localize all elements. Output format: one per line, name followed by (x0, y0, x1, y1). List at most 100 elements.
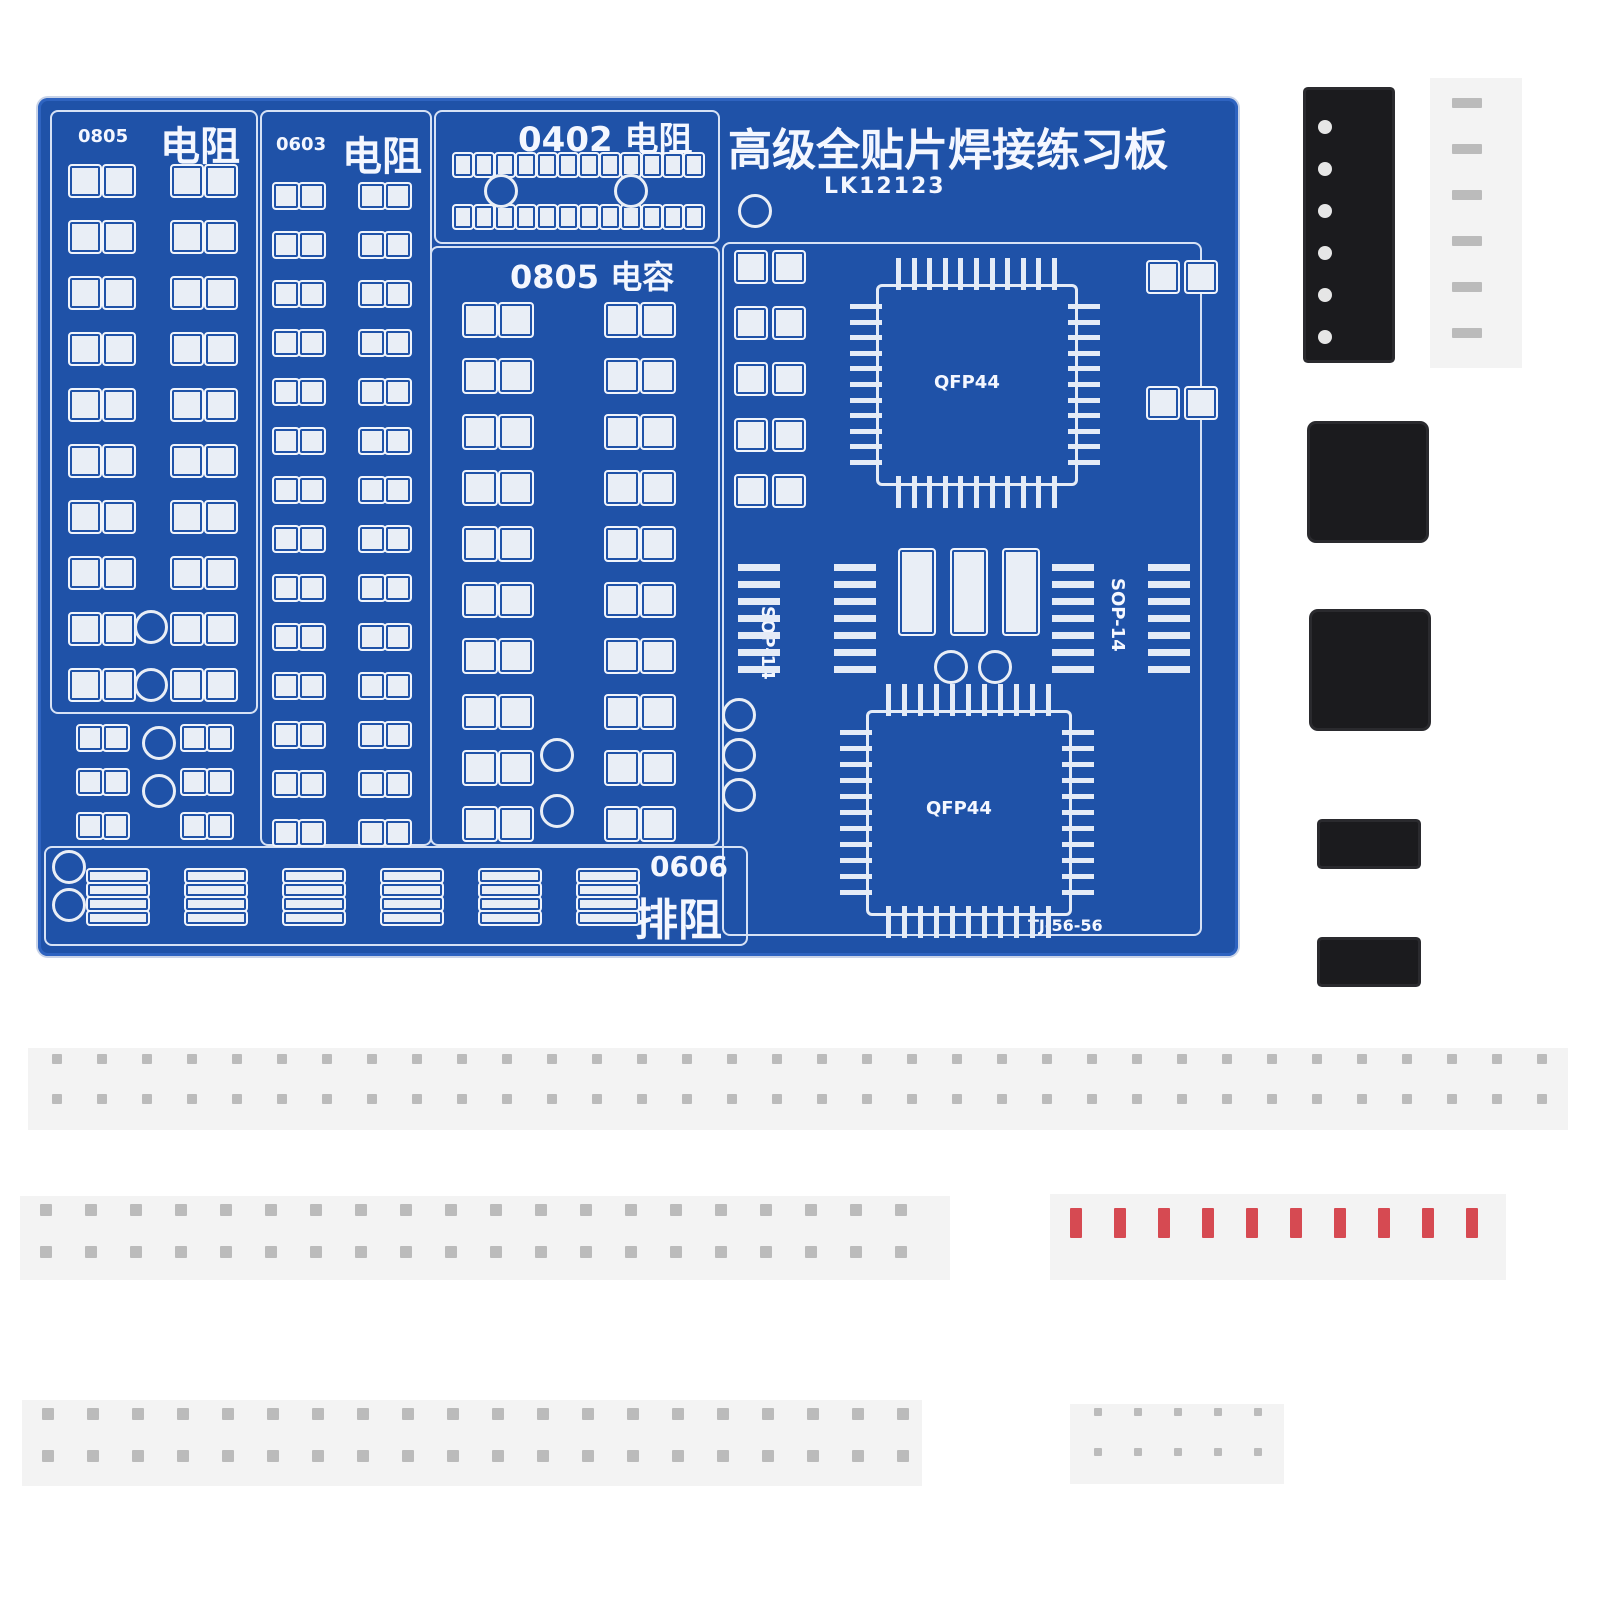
qfp-pin (934, 684, 939, 716)
smd-pad (206, 768, 234, 796)
smd-pad (498, 638, 534, 674)
smd-pad (462, 582, 498, 618)
tape-pocket (175, 1246, 187, 1258)
board-model: LK12123 (824, 174, 946, 199)
tape-pocket (805, 1204, 817, 1216)
tape-pocket (535, 1204, 547, 1216)
smd-pad (204, 164, 238, 198)
tape-pocket (760, 1246, 772, 1258)
smd-pad (498, 470, 534, 506)
tape-pocket (1492, 1054, 1502, 1064)
smd-pad (272, 525, 300, 553)
smd-pad (298, 623, 326, 651)
tape-pocket (717, 1408, 729, 1420)
smd-pad (204, 668, 238, 702)
sot23-black-tape (1306, 90, 1392, 360)
smd-pad (498, 526, 534, 562)
led-marker (1202, 1208, 1214, 1238)
array-pad (184, 868, 248, 884)
tape-pocket (312, 1450, 324, 1462)
smd-pad (68, 388, 102, 422)
qfp-pin (886, 684, 891, 716)
tape-pocket (402, 1408, 414, 1420)
qfp-pin (840, 746, 872, 751)
tape-pocket (52, 1054, 62, 1064)
smd-pad (170, 276, 204, 310)
sprocket-hole (1318, 120, 1332, 134)
smd-pad (358, 231, 386, 259)
smd-pad (462, 302, 498, 338)
smd-pad (204, 276, 238, 310)
smd-pad (473, 204, 495, 230)
tape-pocket (1357, 1054, 1367, 1064)
qfp-pin (840, 858, 872, 863)
qfp-pin (974, 258, 979, 290)
smd-pad (536, 204, 558, 230)
tape-pocket (142, 1094, 152, 1104)
array-pad (380, 868, 444, 884)
sop-pin (738, 666, 780, 673)
smd-pad (102, 556, 136, 590)
smd-pad (102, 768, 130, 796)
tape-pocket (547, 1054, 557, 1064)
qfp-pin (1052, 258, 1057, 290)
led-marker (1378, 1208, 1390, 1238)
led-marker (1070, 1208, 1082, 1238)
smd-pad (772, 250, 806, 284)
tape-pocket (1177, 1054, 1187, 1064)
tape-pocket (132, 1408, 144, 1420)
smd-pad (640, 302, 676, 338)
smd-pad (734, 474, 768, 508)
led-marker (1290, 1208, 1302, 1238)
array-pad (282, 868, 346, 884)
tape-pocket (805, 1246, 817, 1258)
qfp-pin (1005, 476, 1011, 508)
label-0805-capacitor: 0805 电容 (510, 258, 675, 296)
qfp-pin (974, 476, 979, 508)
smd-pad (298, 525, 326, 553)
sop-pin (1052, 581, 1094, 588)
resistor-tape-1 (28, 1048, 1568, 1130)
sop-pin (738, 581, 780, 588)
tape-pocket (445, 1204, 457, 1216)
sop-pin (1148, 598, 1190, 605)
tape-pocket (537, 1408, 549, 1420)
tape-pocket (897, 1408, 909, 1420)
sop-pin (1052, 615, 1094, 622)
smd-pad (604, 414, 640, 450)
led-marker (1422, 1208, 1434, 1238)
qfp-pin (1046, 684, 1051, 716)
qfp-footprint-bottom (866, 710, 1072, 916)
smd-pad (102, 500, 136, 534)
tape-pocket (1087, 1094, 1097, 1104)
sop-pin (1148, 666, 1190, 673)
tape-pocket (1042, 1094, 1052, 1104)
qfp-pin (850, 366, 882, 372)
sop-pin (738, 598, 780, 605)
smd-pad (206, 724, 234, 752)
tape-pocket (1174, 1448, 1182, 1456)
tape-pocket (952, 1094, 962, 1104)
via-hole (52, 888, 86, 922)
tape-pocket (447, 1450, 459, 1462)
tape-pocket (40, 1204, 52, 1216)
smd-pad (384, 770, 412, 798)
tape-pocket (310, 1246, 322, 1258)
smd-pad (604, 582, 640, 618)
smd-pad (384, 672, 412, 700)
label-qfp-top: QFP44 (934, 372, 1000, 393)
smd-pad (204, 500, 238, 534)
smd-pad (170, 164, 204, 198)
qfp-pin (1068, 304, 1100, 309)
qfp-pin (840, 890, 872, 895)
tape-pocket (1267, 1054, 1277, 1064)
via-hole (722, 778, 756, 812)
tape-pocket (355, 1204, 367, 1216)
smd-pad (1184, 386, 1218, 420)
tape-pocket (457, 1094, 467, 1104)
led-marker (1466, 1208, 1478, 1238)
sprocket-hole (1318, 288, 1332, 302)
qfp-pin (927, 258, 933, 290)
array-pad (478, 896, 542, 912)
tape-pocket (852, 1450, 864, 1462)
